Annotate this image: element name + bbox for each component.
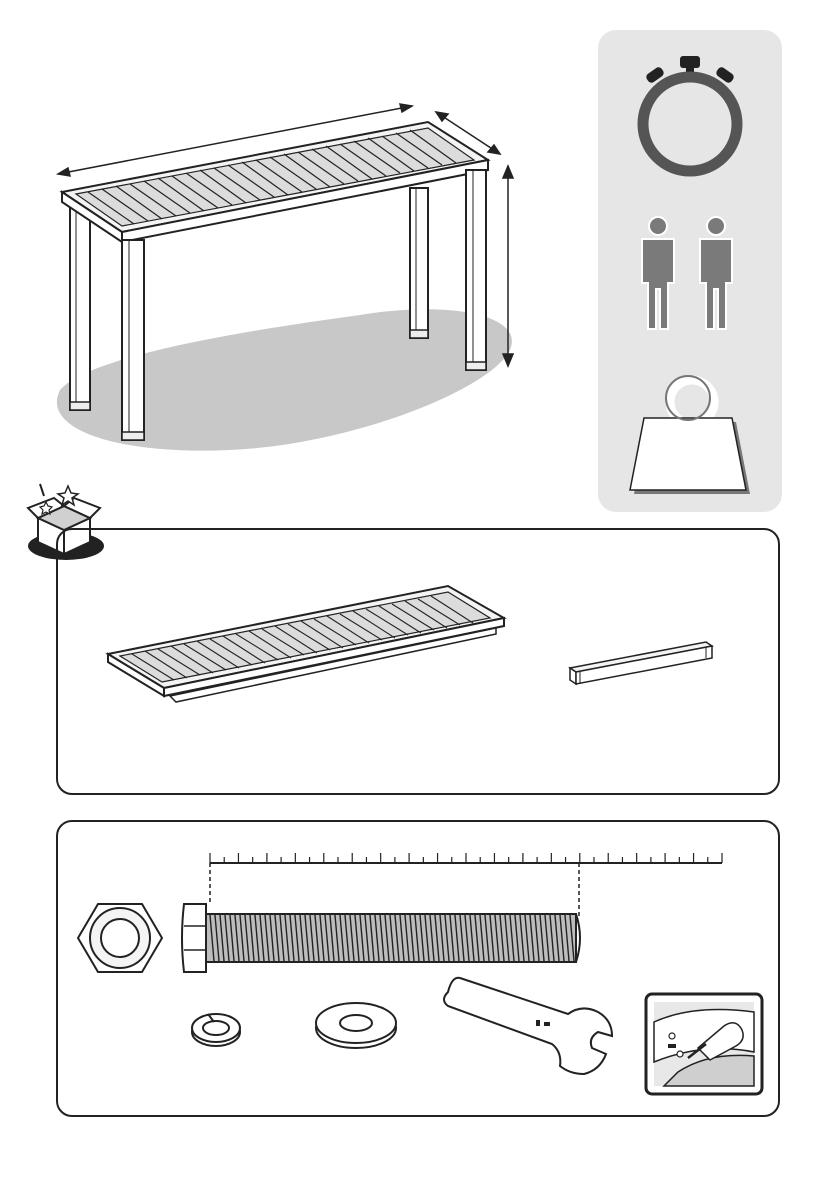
- measuring-ruler: [210, 853, 722, 918]
- hex-nut: [78, 904, 162, 972]
- front-right-leg: [466, 170, 486, 370]
- spring-washer: [192, 1014, 240, 1046]
- table-overview-illustration: [30, 90, 590, 470]
- glue-application-detail: [646, 994, 762, 1094]
- front-left-leg: [122, 240, 144, 440]
- back-left-leg: [70, 200, 90, 410]
- back-right-leg: [410, 188, 428, 338]
- hex-bolt: [182, 904, 580, 972]
- slatted-tabletop: [108, 586, 504, 702]
- assembly-info-panel: [598, 30, 782, 512]
- flat-washer: [316, 1003, 396, 1048]
- square-leg: [570, 642, 712, 684]
- two-people-icon: [642, 217, 732, 329]
- hardware-list-panel: [56, 820, 780, 1117]
- ruler-ticks: [210, 853, 722, 863]
- stopwatch-icon: [643, 56, 737, 171]
- parts-list-panel: [56, 528, 780, 795]
- weight-icon: [630, 376, 750, 494]
- spanner-wrench: [444, 978, 612, 1074]
